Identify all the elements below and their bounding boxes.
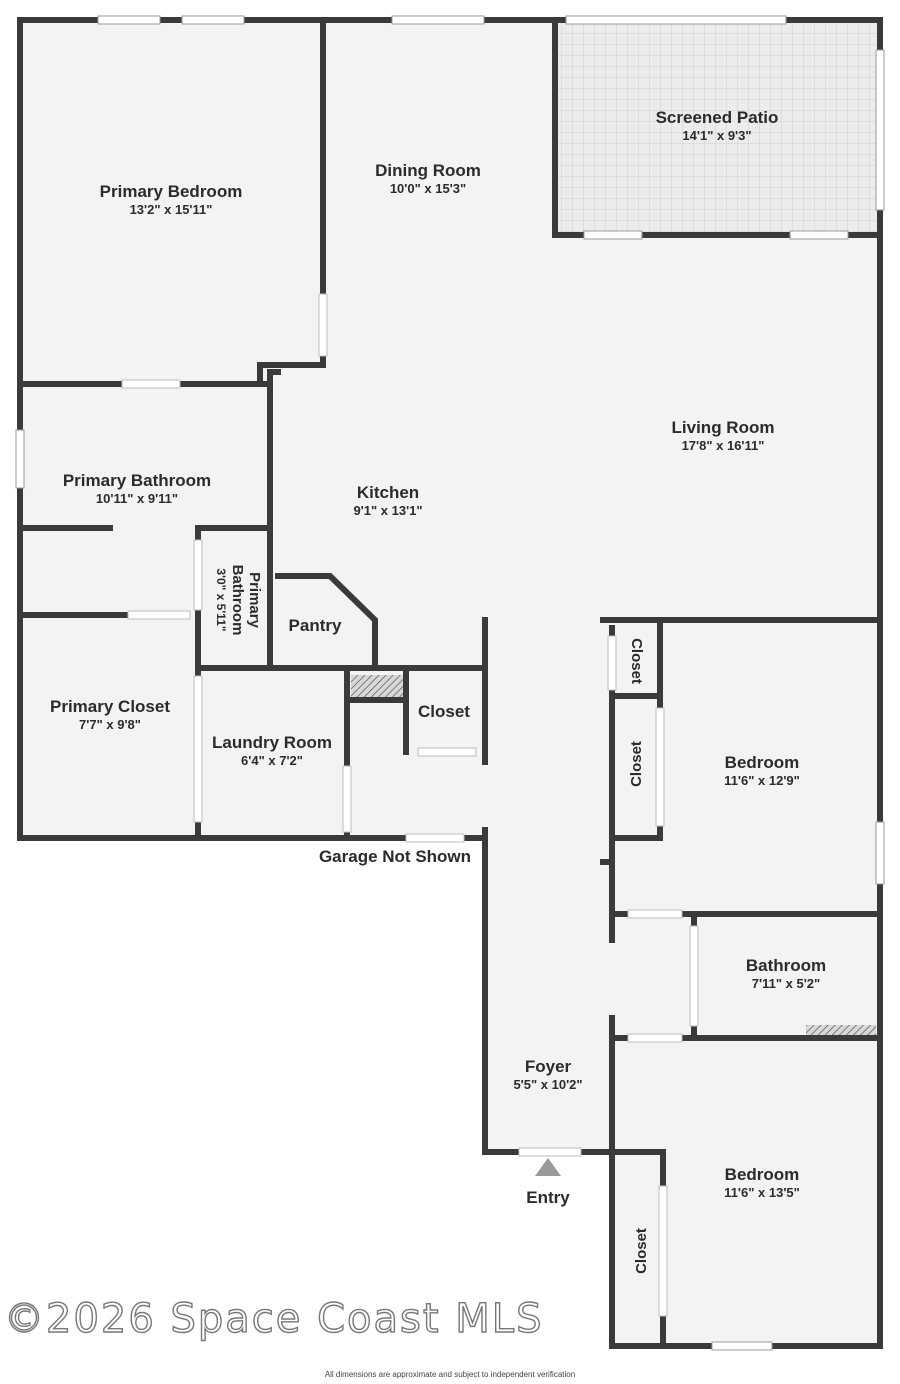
room-primary-bathroom: Primary Bathroom 10'11" x 9'11" [63,471,211,507]
room-name: Primary Bathroom [62,471,212,490]
hatch-kitchen [351,675,403,699]
room-bedroom-lower: Bedroom 11'6" x 13'5" [724,1165,800,1201]
room-name: Primary Closet [50,697,170,716]
room-name: Primary Bedroom [99,182,243,201]
room-primary-closet: Primary Closet 7'7" x 9'8" [50,697,170,733]
room-name: Bedroom [724,753,800,772]
room-kitchen: Kitchen 9'1" x 13'1" [353,483,422,519]
room-foyer: Foyer 5'5" x 10'2" [513,1057,582,1093]
room-dimensions: 17'8" x 16'11" [681,438,765,453]
room-name: Living Room [671,418,775,437]
doorways [121,293,699,1317]
room-dimensions: 7'7" x 9'8" [79,717,141,732]
room-name: Closet [633,1228,650,1274]
room-dimensions: 9'1" x 13'1" [353,503,423,518]
room-pantry: Pantry [289,616,342,636]
room-dimensions: 13'2" x 15'11" [129,202,213,217]
windows [15,15,885,1351]
entry-label: Entry [526,1188,570,1207]
room-dimensions: 5'5" x 10'2" [513,1077,583,1092]
room-name: Bathroom [745,956,827,975]
room-name: Primary Bathroom [229,564,263,636]
room-name: Screened Patio [655,108,779,127]
room-name: Kitchen [356,483,420,502]
room-name: Foyer [524,1057,572,1076]
entry-arrow-icon [535,1158,561,1176]
room-closet-upper: Closet [626,638,646,684]
room-bedroom-upper: Bedroom 11'6" x 12'9" [724,753,800,789]
room-name: Dining Room [375,161,481,180]
room-dimensions: 14'1" x 9'3" [682,128,752,143]
room-laundry-room: Laundry Room 6'4" x 7'2" [212,733,332,769]
room-dimensions: 3'0" x 5'11" [214,568,228,632]
room-name: Closet [418,702,470,721]
room-living-room: Living Room 17'8" x 16'11" [672,418,775,454]
watermark: ©2026 Space Coast MLS [3,1295,544,1342]
room-name: Laundry Room [212,733,332,752]
hatch-bathroom [806,1025,876,1035]
room-dimensions: 11'6" x 12'9" [724,773,800,788]
room-screened-patio: Screened Patio 14'1" x 9'3" [656,108,779,144]
garage-note: Garage Not Shown [318,847,472,866]
room-bathroom: Bathroom 7'11" x 5'2" [746,956,826,992]
room-dimensions: 11'6" x 13'5" [724,1185,800,1200]
room-closet-mid: Closet [627,741,647,787]
room-name: Closet [628,741,645,787]
footnote: All dimensions are approximate and subje… [324,1370,576,1379]
room-closet-lower: Closet [632,1228,652,1274]
room-primary-bathroom-small: Primary Bathroom 3'0" x 5'11" [213,550,263,650]
room-dimensions: 7'11" x 5'2" [751,976,821,991]
room-dimensions: 10'0" x 15'3" [389,181,467,196]
room-closet-center: Closet [418,702,470,722]
room-dimensions: 10'11" x 9'11" [95,491,179,506]
room-dining-room: Dining Room 10'0" x 15'3" [375,161,481,197]
screened-patio-floor [555,20,880,235]
room-dimensions: 6'4" x 7'2" [241,753,303,768]
room-name: Closet [628,638,645,684]
room-name: Pantry [288,616,342,635]
room-name: Bedroom [724,1165,800,1184]
room-primary-bedroom: Primary Bedroom 13'2" x 15'11" [100,182,243,218]
